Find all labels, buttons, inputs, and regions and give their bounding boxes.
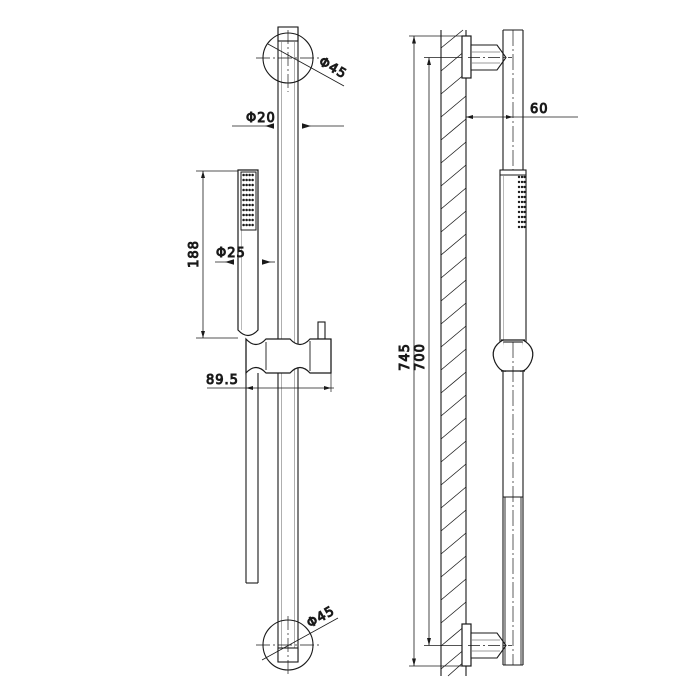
side-holder-tube	[502, 371, 524, 665]
front-view: Φ45 Φ45 Φ20	[187, 26, 350, 674]
dim-phi45-bottom	[261, 617, 339, 661]
side-bottom-bracket	[461, 623, 512, 667]
side-handset	[499, 169, 527, 343]
wall-section	[440, 29, 467, 677]
front-sliding-bracket	[245, 321, 332, 375]
dim-label-895: 89.5	[206, 373, 239, 388]
dim-label-phi20: Φ20	[246, 111, 276, 126]
side-top-bracket	[461, 35, 512, 79]
wall-hatching	[440, 29, 467, 677]
dim-label-745: 745	[398, 343, 413, 371]
side-spray-holes	[517, 175, 526, 229]
dim-label-188: 188	[187, 240, 202, 268]
dim-phi45-top	[267, 43, 345, 87]
dim-745	[409, 35, 462, 667]
dim-label-phi45-top: Φ45	[316, 54, 349, 82]
dim-label-60: 60	[530, 102, 549, 117]
dim-188	[196, 170, 238, 339]
side-section-view: 60 700 745	[398, 29, 578, 677]
dim-label-phi25: Φ25	[216, 246, 246, 261]
dim-label-700: 700	[413, 343, 428, 371]
front-bottom-flange-circle	[256, 616, 320, 674]
dim-60	[466, 115, 578, 119]
side-slide-rail	[502, 29, 524, 666]
dim-phi25	[215, 258, 275, 266]
front-handset	[237, 169, 259, 337]
dim-phi20	[232, 122, 344, 130]
dim-700	[424, 57, 462, 646]
handset-spray-holes	[242, 173, 254, 227]
front-top-flange-circle	[256, 30, 320, 92]
front-holder-tube	[245, 373, 259, 584]
side-sliding-bracket	[492, 339, 534, 372]
